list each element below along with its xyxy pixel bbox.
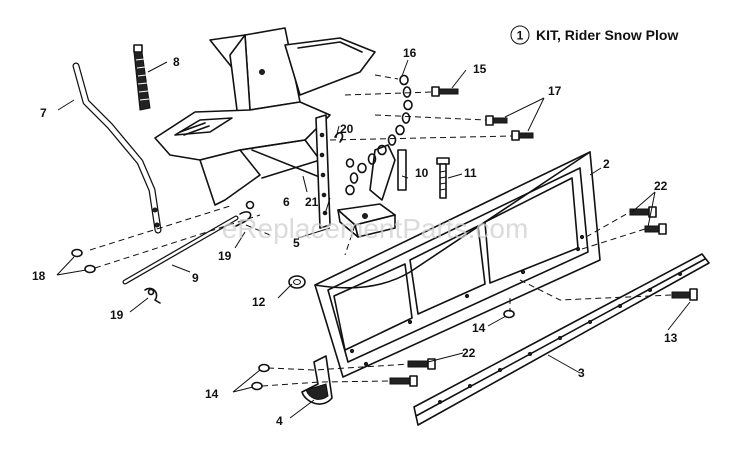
title-text: KIT, Rider Snow Plow	[536, 27, 678, 43]
hairpin-clips-part-19	[144, 211, 252, 304]
callout-12: 12	[252, 295, 266, 309]
callout-15: 15	[473, 62, 487, 76]
callout-leaders	[56, 59, 691, 419]
callout-labels: 7 8 16 15 17 2 22 20 6 21 10 11 19 5 9 1…	[32, 46, 678, 428]
assembly-dashed-lines	[89, 74, 673, 387]
callout-19-upper: 19	[218, 249, 232, 263]
callout-7: 7	[40, 106, 47, 120]
callout-14-shoe: 14	[205, 387, 219, 401]
tractor-footrest-assembly	[154, 27, 376, 210]
callout-13: 13	[664, 331, 678, 345]
plow-blade-part-2	[314, 151, 601, 378]
skid-shoe-part-4	[301, 355, 333, 405]
callout-22-bottom: 22	[462, 346, 476, 360]
callout-3: 3	[578, 366, 585, 380]
callout-17: 17	[548, 84, 562, 98]
nut-part-12	[288, 275, 306, 289]
watermark: eReplacementParts.com	[222, 213, 529, 244]
bolt-part-15	[431, 86, 459, 97]
nuts-part-14	[251, 309, 515, 391]
lift-handle-part-7	[72, 62, 162, 234]
handle-grip-part-8	[133, 44, 151, 111]
callout-20: 20	[340, 122, 354, 136]
pivot-bracket-part-21	[315, 114, 344, 229]
callout-18: 18	[32, 269, 46, 283]
bolts-part-17	[485, 115, 534, 141]
callout-16: 16	[403, 46, 417, 60]
callout-22-top: 22	[654, 179, 668, 193]
callout-9: 9	[192, 271, 199, 285]
callout-14-blade: 14	[472, 321, 486, 335]
callout-5: 5	[293, 236, 300, 250]
bolt-part-11	[436, 157, 450, 199]
pin-part-10	[397, 149, 407, 191]
bolts-part-22	[389, 206, 667, 387]
kit-title: 1 KIT, Rider Snow Plow	[510, 25, 678, 45]
bolt-part-13	[671, 288, 698, 301]
title-number-circle	[510, 25, 530, 45]
title-number: 1	[517, 29, 524, 43]
callout-10: 10	[415, 166, 429, 180]
callout-4: 4	[276, 414, 283, 428]
callout-21: 21	[305, 195, 319, 209]
callout-11: 11	[464, 166, 477, 180]
callout-6: 6	[283, 195, 290, 209]
callout-2: 2	[603, 157, 610, 171]
callout-19-lower: 19	[110, 308, 124, 322]
callout-8: 8	[173, 55, 180, 69]
nuts-part-18	[71, 248, 96, 274]
rod-part-9	[122, 215, 239, 285]
chain-part-16	[337, 74, 413, 238]
pivot-rod	[251, 149, 323, 179]
